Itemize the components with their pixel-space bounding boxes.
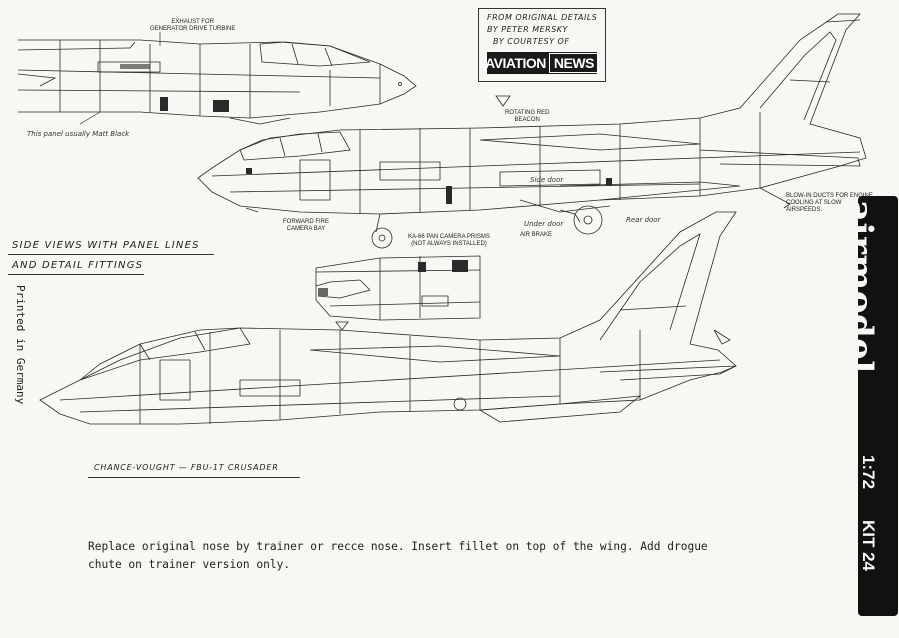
ka66-callout: KA-66 PAN CAMERA PRISMS (NOT ALWAYS INST…	[408, 234, 490, 248]
aviation-news-logo-a: AVIATION	[485, 55, 546, 71]
beacon-callout-line1: ROTATING RED	[505, 110, 550, 116]
under-door-callout: Under door	[524, 220, 564, 228]
aircraft-name: CHANCE-VOUGHT — FBU-1T CRUSADER	[94, 463, 279, 472]
heading-underline-1	[8, 254, 214, 255]
forward-fire-callout-line1: FORWARD FIRE	[283, 219, 329, 225]
trainer-side-view-drawing	[39, 211, 737, 425]
blow-in-callout-line2: COOLING AT SLOW	[786, 200, 842, 206]
beacon-callout-line2: BEACON	[514, 117, 540, 123]
credit-box: FROM ORIGINAL DETAILS BY PETER MERSKY BY…	[478, 8, 606, 82]
panel-note: This panel usually Matt Black	[27, 130, 130, 138]
blow-in-callout-line1: BLOW-IN DUCTS FOR ENGINE	[786, 193, 873, 199]
exhaust-callout: EXHAUST FOR GENERATOR DRIVE TURBINE	[150, 19, 235, 33]
brand-kit-number: KIT 24	[859, 520, 878, 572]
blow-in-callout-line3: AIRSPEEDS.	[786, 207, 823, 213]
brand-name: airmodel	[840, 200, 880, 374]
brand-strip	[858, 196, 898, 616]
instructions-text: Replace original nose by trainer or recc…	[88, 540, 708, 571]
ka66-callout-line2: (NOT ALWAYS INSTALLED)	[411, 241, 487, 247]
nose-section-drawing	[17, 39, 417, 125]
blow-in-callout: BLOW-IN DUCTS FOR ENGINE COOLING AT SLOW…	[786, 193, 873, 214]
aircraft-name-underline	[88, 477, 300, 478]
air-brake-callout: AIR BRAKE	[520, 232, 553, 238]
brand-scale: 1:72	[859, 455, 878, 490]
forward-fire-callout: FORWARD FIRE CAMERA BAY	[283, 219, 329, 233]
forward-fire-callout-line2: CAMERA BAY	[286, 226, 326, 232]
ka66-callout-line1: KA-66 PAN CAMERA PRISMS	[408, 234, 490, 240]
beacon-callout: ROTATING RED BEACON	[505, 110, 549, 124]
credit-line-1: FROM ORIGINAL DETAILS	[487, 13, 598, 22]
side-door-callout: Side door	[530, 176, 564, 184]
side-views-heading-1: SIDE VIEWS WITH PANEL LINES	[12, 240, 200, 251]
recce-side-view-drawing	[197, 13, 867, 249]
side-views-heading-2: AND DETAIL FITTINGS	[12, 260, 144, 271]
rear-door-callout: Rear door	[626, 216, 661, 224]
aviation-news-logo-b: NEWS	[548, 53, 599, 73]
exhaust-callout-line2: GENERATOR DRIVE TURBINE	[150, 26, 236, 32]
credit-line-3: BY COURTESY OF	[493, 37, 570, 46]
heading-underline-2	[8, 274, 144, 275]
exhaust-callout-line1: EXHAUST FOR	[171, 19, 214, 25]
printed-in-germany: Printed in Germany	[14, 285, 27, 405]
credit-line-2: BY PETER MERSKY	[487, 25, 568, 34]
